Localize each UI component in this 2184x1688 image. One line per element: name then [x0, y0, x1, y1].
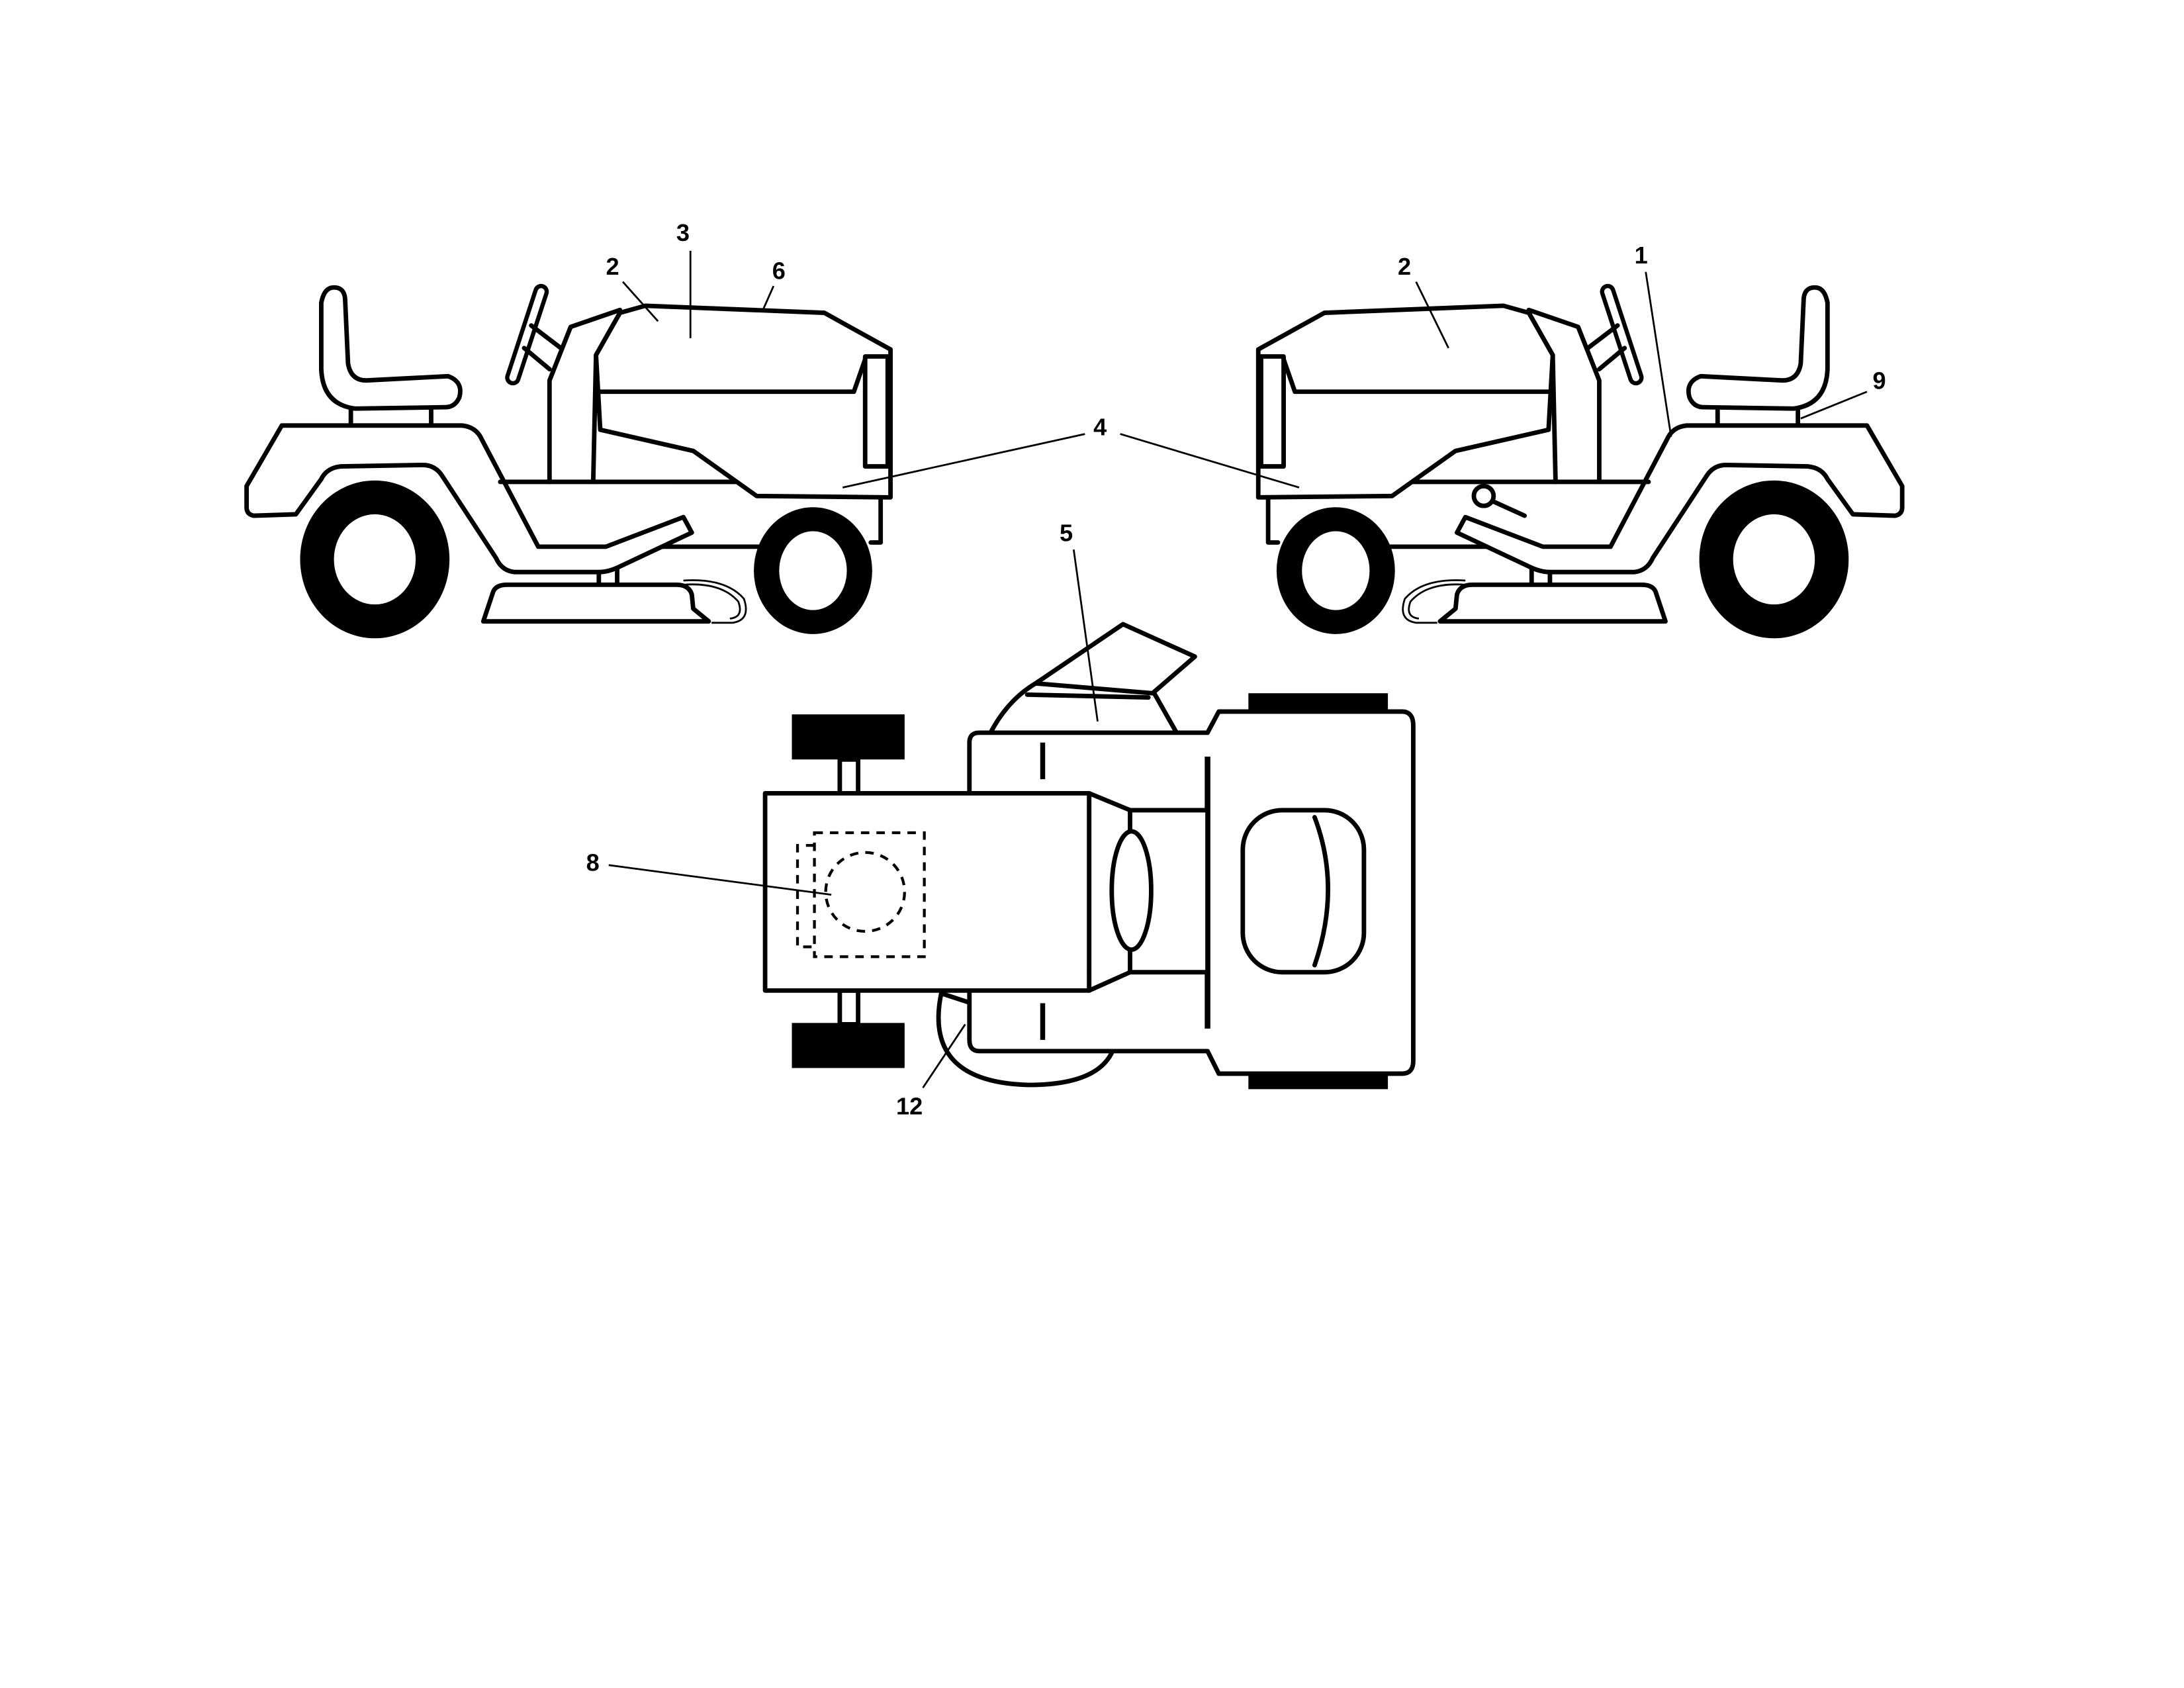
callout-2-left: 2	[606, 253, 619, 280]
ignition-key-icon	[1471, 483, 1527, 518]
callout-9: 9	[1872, 367, 1886, 394]
right-side-view	[1258, 287, 1902, 638]
callout-1: 1	[1635, 242, 1648, 269]
callout-2-right: 2	[1398, 253, 1411, 280]
callout-12: 12	[896, 1093, 923, 1120]
left-side-view	[247, 287, 891, 638]
callout-4: 4	[1093, 414, 1107, 441]
callout-5: 5	[1060, 519, 1073, 546]
top-view	[762, 622, 1416, 1090]
callouts: 3 2 6 4 2 1 9 5 8 12	[586, 219, 1886, 1120]
callout-6: 6	[772, 257, 786, 284]
callout-3: 3	[676, 219, 690, 246]
callout-8: 8	[586, 849, 600, 876]
